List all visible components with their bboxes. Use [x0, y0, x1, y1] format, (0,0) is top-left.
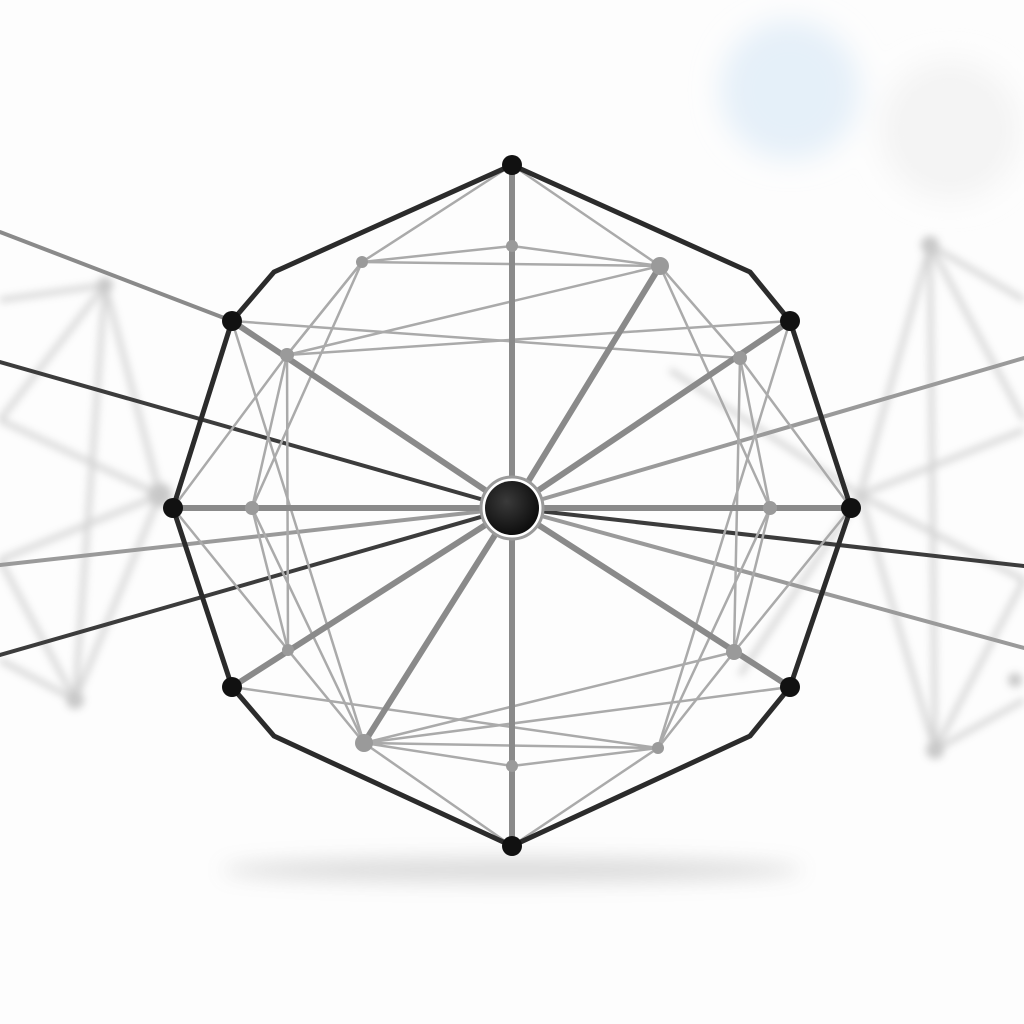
node — [502, 836, 522, 856]
node — [651, 257, 669, 275]
node — [356, 256, 368, 268]
node — [355, 734, 373, 752]
node — [506, 760, 518, 772]
node — [780, 677, 800, 697]
node — [726, 644, 742, 660]
node — [763, 501, 777, 515]
central-hub-node — [485, 481, 539, 535]
node — [506, 240, 518, 252]
node — [222, 311, 242, 331]
node — [652, 742, 664, 754]
node — [502, 155, 522, 175]
node — [841, 498, 861, 518]
node — [163, 498, 183, 518]
node — [780, 311, 800, 331]
node — [280, 348, 294, 362]
crossing-lines — [0, 230, 1024, 657]
blurred-network-left — [0, 277, 172, 709]
node — [222, 677, 242, 697]
inner-nodes — [245, 240, 777, 772]
node — [733, 351, 747, 365]
bokeh-highlights — [720, 20, 1020, 200]
outer-nodes — [163, 155, 861, 856]
ground-shadow — [222, 858, 802, 882]
node — [245, 501, 259, 515]
node — [282, 644, 294, 656]
